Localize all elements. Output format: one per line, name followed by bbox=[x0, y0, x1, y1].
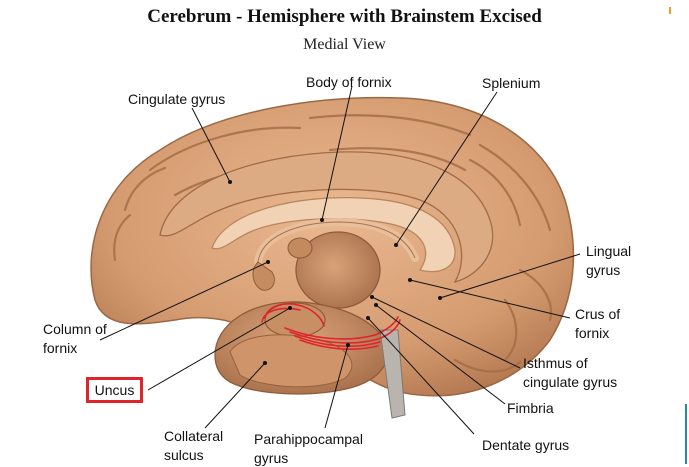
label-dentate-gyrus: Dentate gyrus bbox=[482, 437, 570, 453]
diagram-subtitle: Medial View bbox=[303, 36, 386, 53]
label-collateral-sulcus-line1: Collateral bbox=[164, 428, 224, 444]
leader-lines bbox=[99, 85, 581, 435]
label-crus-of-fornix-line2: fornix bbox=[575, 325, 610, 341]
label-splenium: Splenium bbox=[482, 75, 541, 91]
dot-cingulate-gyrus bbox=[228, 180, 232, 184]
label-isthmus-line2: cingulate gyrus bbox=[523, 374, 618, 390]
dot-splenium bbox=[394, 243, 398, 247]
dot-body-of-fornix bbox=[320, 218, 324, 222]
label-fimbria: Fimbria bbox=[507, 400, 554, 416]
leader-column-of-fornix bbox=[99, 261, 269, 341]
label-crus-of-fornix-line1: Crus of bbox=[575, 306, 621, 322]
leader-collateral-sulcus bbox=[204, 362, 266, 429]
leader-body-of-fornix bbox=[321, 85, 353, 221]
dot-uncus bbox=[288, 306, 292, 310]
corpus-callosum bbox=[211, 196, 456, 273]
leader-crus-of-fornix bbox=[409, 279, 571, 319]
dot-column-of-fornix bbox=[266, 260, 270, 264]
cingulate-gyrus-band bbox=[159, 151, 494, 284]
dot-fimbria bbox=[374, 303, 378, 307]
dot-parahippocampal-gyrus bbox=[346, 343, 350, 347]
dot-lingual-gyrus bbox=[438, 296, 442, 300]
dot-crus-of-fornix bbox=[408, 278, 412, 282]
label-parahippocampal-gyrus-line1: Parahippocampal bbox=[254, 431, 363, 447]
parahippocampal-region bbox=[229, 334, 353, 388]
dot-dentate-gyrus bbox=[366, 316, 370, 320]
anterior-commissure bbox=[287, 237, 313, 259]
label-column-of-fornix-line2: fornix bbox=[43, 340, 78, 356]
label-isthmus-line1: Isthmus of bbox=[523, 355, 588, 371]
leader-uncus bbox=[147, 307, 291, 391]
label-cingulate-gyrus: Cingulate gyrus bbox=[128, 91, 226, 107]
leader-dots bbox=[228, 180, 442, 365]
label-lingual-gyrus-line2: gyrus bbox=[586, 262, 621, 278]
leader-parahippocampal-gyrus bbox=[324, 344, 349, 429]
leader-cingulate-gyrus bbox=[191, 107, 231, 183]
column-of-fornix bbox=[252, 261, 275, 291]
label-parahippocampal-gyrus-line2: gyrus bbox=[254, 450, 289, 466]
leader-dentate-gyrus bbox=[367, 317, 475, 435]
corner-accent-mark bbox=[669, 7, 671, 14]
label-body-of-fornix: Body of fornix bbox=[306, 74, 392, 90]
label-column-of-fornix-line1: Column of bbox=[43, 321, 107, 337]
red-annotation-strokes bbox=[261, 303, 401, 350]
label-lingual-gyrus-line1: Lingual bbox=[586, 243, 632, 259]
label-collateral-sulcus-line2: sulcus bbox=[164, 447, 204, 463]
leader-lingual-gyrus bbox=[439, 253, 581, 299]
leader-splenium bbox=[395, 91, 498, 246]
dot-isthmus bbox=[370, 295, 374, 299]
fornix-arch-edge bbox=[257, 221, 416, 263]
label-uncus: Uncus bbox=[94, 382, 135, 398]
uncus-highlight-box: Uncus bbox=[86, 377, 143, 403]
leader-fimbria bbox=[375, 304, 506, 405]
edge-accent-bar bbox=[685, 404, 687, 464]
dot-collateral-sulcus bbox=[263, 361, 267, 365]
diagram-title: Cerebrum - Hemisphere with Brainstem Exc… bbox=[147, 6, 542, 27]
leader-isthmus bbox=[371, 296, 521, 369]
